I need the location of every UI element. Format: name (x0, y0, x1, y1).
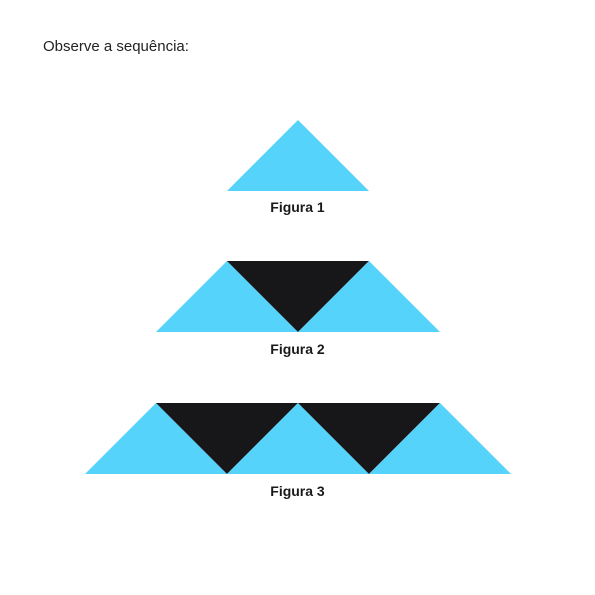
figure-2-caption: Figura 2 (270, 341, 325, 357)
intro-text: Observe a sequência: (43, 38, 189, 55)
light-triangle (85, 403, 227, 474)
dark-triangle (156, 403, 298, 474)
figure-1 (227, 120, 369, 191)
light-triangle (227, 403, 369, 474)
dark-triangle (298, 403, 440, 474)
figure-3-caption: Figura 3 (270, 483, 325, 499)
light-triangle (156, 261, 298, 332)
figure-2 (156, 261, 440, 332)
figure-3 (85, 403, 511, 474)
figure-1-caption: Figura 1 (270, 199, 325, 215)
light-triangle (298, 261, 440, 332)
dark-triangle (227, 261, 369, 332)
light-triangle (369, 403, 511, 474)
light-triangle (227, 120, 369, 191)
